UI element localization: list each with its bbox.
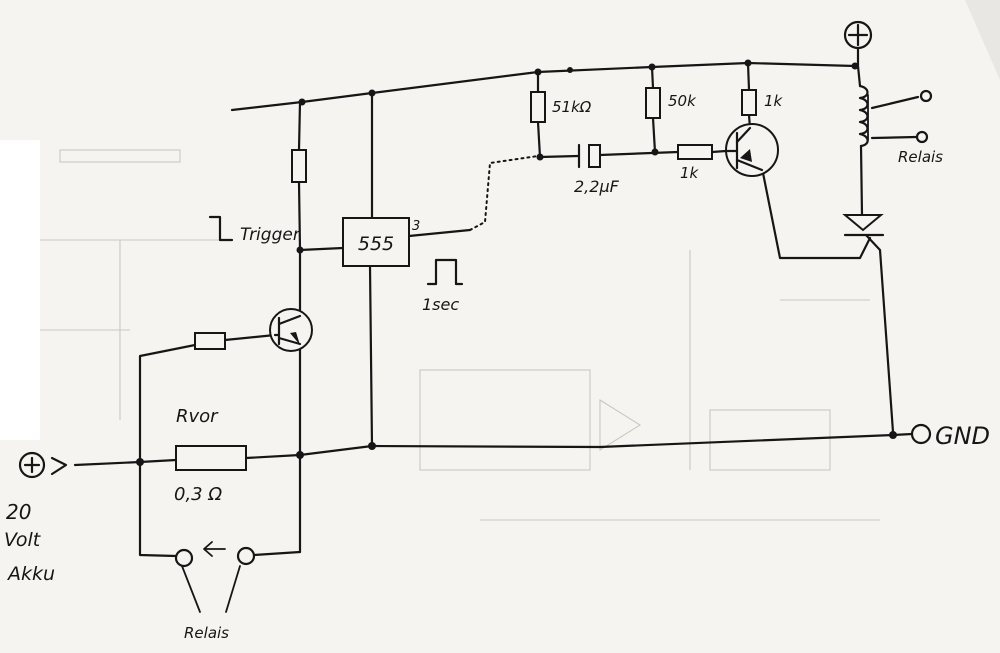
relay-bottom-label: Relais [184,624,229,642]
resistor-50k-label: 50k [668,92,697,110]
relay-label-pointers [181,565,241,613]
ic-to-bottom-rail-wire [368,91,374,448]
gnd-terminal [910,423,932,445]
battery-connector [50,456,68,476]
battery-plus-icon [18,451,46,479]
battery-voltage-label: 20 [6,500,31,524]
resistor-1k-base [677,144,713,160]
resistor-50k [645,87,661,119]
trigger-edge-icon [208,215,234,242]
branch-50k-wire [650,65,657,154]
base-resistor-loop-wire [138,333,277,464]
transistor-left [269,308,313,352]
resistor-1k-collector [741,89,757,116]
ic-pin-label: 3 [412,219,420,234]
rvor-leads [138,458,178,464]
resistor-1k-base-label: 1k [680,164,700,182]
resistor-51k [530,91,546,123]
gnd-label: GND [935,422,990,450]
pulse-icon [426,258,464,286]
cap-to-base-wire [598,149,728,157]
resistor-51k-label: 51kΩ [552,98,592,116]
bottom-contact-right [236,546,256,566]
background-show-through [40,149,880,521]
thyristor [842,214,885,237]
dotted-link [469,155,539,231]
relay-contact-arms [870,95,920,140]
bottom-contact-left [174,548,194,568]
rvor-value-label: 0,3 Ω [174,484,222,505]
trigger-wire [298,246,345,252]
relay-contact-loop-wire [138,460,302,558]
relay-contact-bottom [915,130,929,144]
ic-output-wire [407,228,472,238]
resistor-left-top [291,149,307,183]
rvor-label: Rvor [176,406,219,427]
battery-volt-label: Volt [4,529,42,551]
capacitor-label: 2,2µF [574,177,620,196]
emitter-to-gate-wire [760,166,872,260]
relay-contact-top [919,89,933,103]
ic-555 [342,217,410,267]
ic-label: 555 [358,233,394,255]
relay-right-label: Relais [898,148,943,166]
resistor-rvor [175,445,247,471]
paper-edge-highlight [0,140,40,440]
resistor-base-loop [194,332,226,350]
junction-dots [136,59,897,466]
capacitor-2u2 [577,143,601,169]
trigger-label: Trigger [240,225,301,245]
pulse-label: 1sec [422,295,459,314]
plus-terminal-icon [843,20,873,50]
resistor-1k-top-label: 1k [764,92,784,110]
contact-arrow [203,541,226,557]
transistor-top-right [724,123,779,177]
battery-akku-label: Akku [6,563,55,585]
